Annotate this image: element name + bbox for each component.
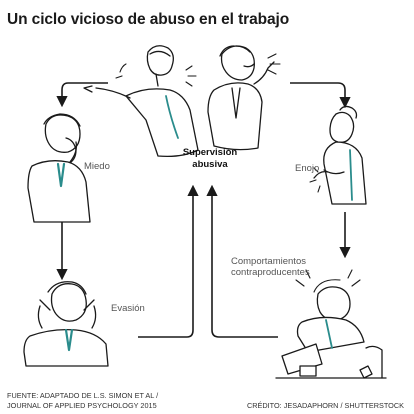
woman-supervisor-figure [83, 45, 199, 158]
source-line1: FUENTE: ADAPTADO DE L.S. SIMON ET AL / [7, 391, 159, 400]
arrow-to-miedo-icon [56, 82, 108, 108]
label-evasion: Evasión [111, 303, 145, 314]
man-supervisor-figure [207, 45, 281, 151]
enojo-figure [309, 105, 367, 205]
arrow-evasion-to-center-icon [138, 184, 199, 338]
label-comportamientos-line2: contraproducentes [231, 267, 310, 278]
cycle-arrows [56, 82, 351, 338]
evasion-figure [23, 281, 109, 367]
label-miedo: Miedo [84, 161, 110, 172]
credit-note: CRÉDITO: JESADAPHORN / SHUTTERSTOCK [246, 401, 404, 410]
page-title: Un ciclo vicioso de abuso en el trabajo [7, 11, 290, 28]
center-label-line2: abusiva [192, 159, 228, 170]
center-label-line1: Supervisión [182, 147, 238, 158]
label-comportamientos-line1: Comportamientos [231, 256, 306, 267]
arrow-to-enojo-icon [290, 82, 351, 109]
label-comportamientos: Comportamientos contraproducentes [231, 256, 310, 278]
center-label: Supervisión abusiva [160, 147, 260, 171]
source-note: FUENTE: ADAPTADO DE L.S. SIMON ET AL / J… [7, 391, 158, 411]
miedo-figure [27, 113, 91, 223]
comportamientos-figure [275, 269, 387, 379]
arrow-comportamientos-to-center-icon [206, 184, 278, 338]
label-enojo: Enojo [295, 163, 320, 174]
source-line2: JOURNAL OF APPLIED PSYCHOLOGY 2015 [7, 401, 157, 410]
